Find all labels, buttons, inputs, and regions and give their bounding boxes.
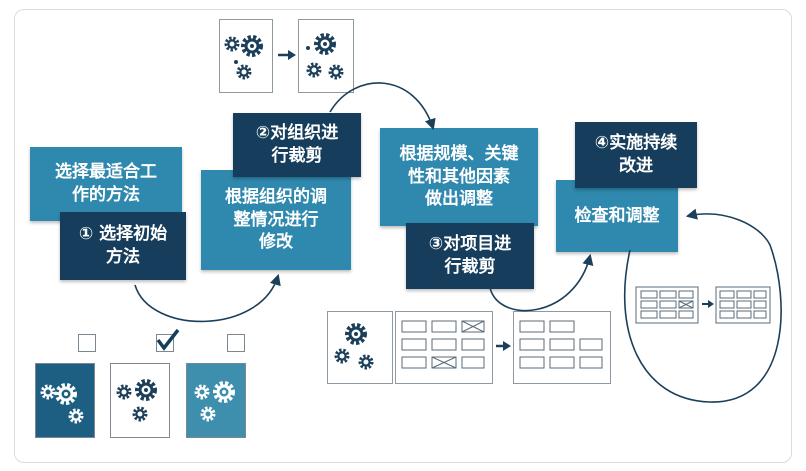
flow-arrow-4-loop bbox=[623, 208, 782, 403]
template-grid-icon bbox=[635, 286, 699, 324]
gear-cluster-icon bbox=[194, 381, 235, 422]
project-gear-frame bbox=[327, 311, 393, 384]
gear-cluster-icon bbox=[40, 383, 84, 424]
right-arrow-icon bbox=[278, 50, 296, 60]
template-grid-icon bbox=[401, 320, 485, 369]
template-grid-icon bbox=[715, 286, 771, 324]
gear-frame-after bbox=[298, 19, 354, 93]
gear-cluster-icon bbox=[334, 323, 374, 370]
step1-context-box: 选择最适合工 作的方法 bbox=[30, 147, 182, 221]
step3-label-box: ③对项目进 行裁剪 bbox=[406, 223, 534, 289]
flow-arrow-2-to-3 bbox=[329, 82, 436, 131]
project-grid-after bbox=[513, 311, 611, 384]
option-tile-2 bbox=[110, 363, 170, 438]
flow-arrow-3-to-4 bbox=[489, 253, 594, 312]
template-grid-icon bbox=[519, 320, 603, 369]
step4-label-box: ④实施持续 改进 bbox=[575, 122, 697, 188]
checkmark-icon bbox=[156, 328, 180, 351]
step2-context-box: 根据组织的调 整情况进行 修改 bbox=[201, 170, 351, 270]
flow-arrow-1-to-2 bbox=[134, 273, 281, 323]
project-grid-before bbox=[395, 311, 493, 384]
step2-label-box: ②对组织进 行裁剪 bbox=[233, 113, 361, 177]
step3-context-box: 根据规模、关键 性和其他因素 做出调整 bbox=[380, 128, 538, 226]
gear-frame-before bbox=[219, 19, 273, 93]
option-checkbox-3 bbox=[227, 334, 245, 352]
step1-label-box: ① 选择初始 方法 bbox=[60, 212, 186, 280]
gear-cluster-icon bbox=[306, 33, 344, 80]
gear-cluster-icon bbox=[224, 35, 263, 80]
option-tile-3 bbox=[186, 363, 246, 438]
option-checkbox-1 bbox=[78, 334, 96, 352]
gear-cluster-icon bbox=[116, 379, 157, 422]
step4-context-box: 检查和调整 bbox=[556, 180, 678, 252]
